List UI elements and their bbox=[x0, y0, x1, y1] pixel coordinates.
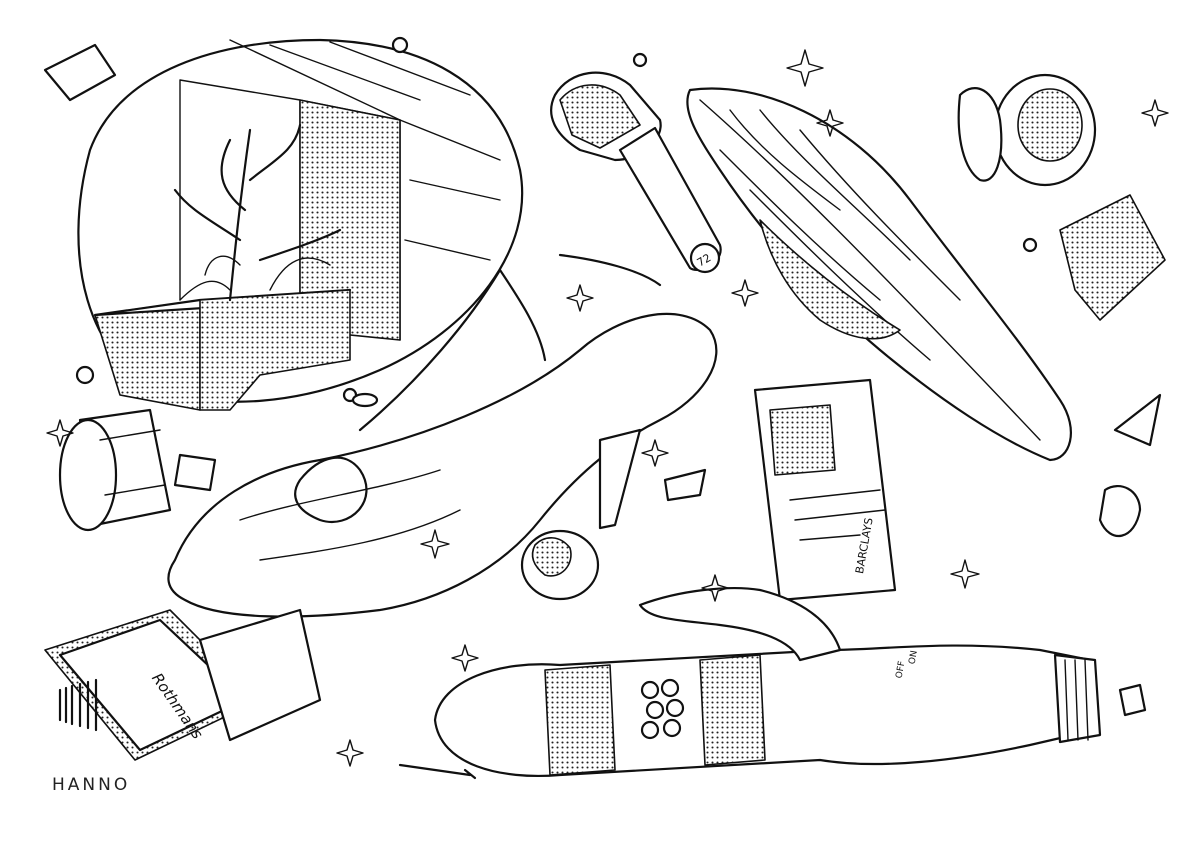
stiletto-shoe bbox=[167, 253, 718, 618]
mint-tin bbox=[957, 73, 1097, 187]
nail-polish-label: 72 bbox=[695, 251, 714, 269]
vibrator: OFF ON bbox=[433, 587, 1102, 777]
planter-vignette bbox=[77, 38, 524, 411]
nail-polish-bottle: 72 bbox=[550, 71, 722, 274]
cigarette-pack: Rothmans bbox=[44, 608, 322, 761]
bank-card: BARCLAYS bbox=[753, 378, 897, 602]
barcode bbox=[58, 678, 98, 732]
artist-signature: HANNO bbox=[52, 775, 131, 795]
switch-off-label: OFF bbox=[895, 660, 908, 679]
walnut bbox=[520, 529, 600, 601]
wrapper-right bbox=[1059, 194, 1166, 321]
feather-wing bbox=[686, 87, 1072, 462]
bead-chamber bbox=[640, 678, 685, 740]
tipped-glass bbox=[58, 408, 172, 532]
small-tool bbox=[398, 763, 477, 780]
switch-on-label: ON bbox=[908, 650, 920, 665]
scattered-debris bbox=[43, 36, 1162, 717]
sparkles bbox=[46, 49, 1169, 767]
